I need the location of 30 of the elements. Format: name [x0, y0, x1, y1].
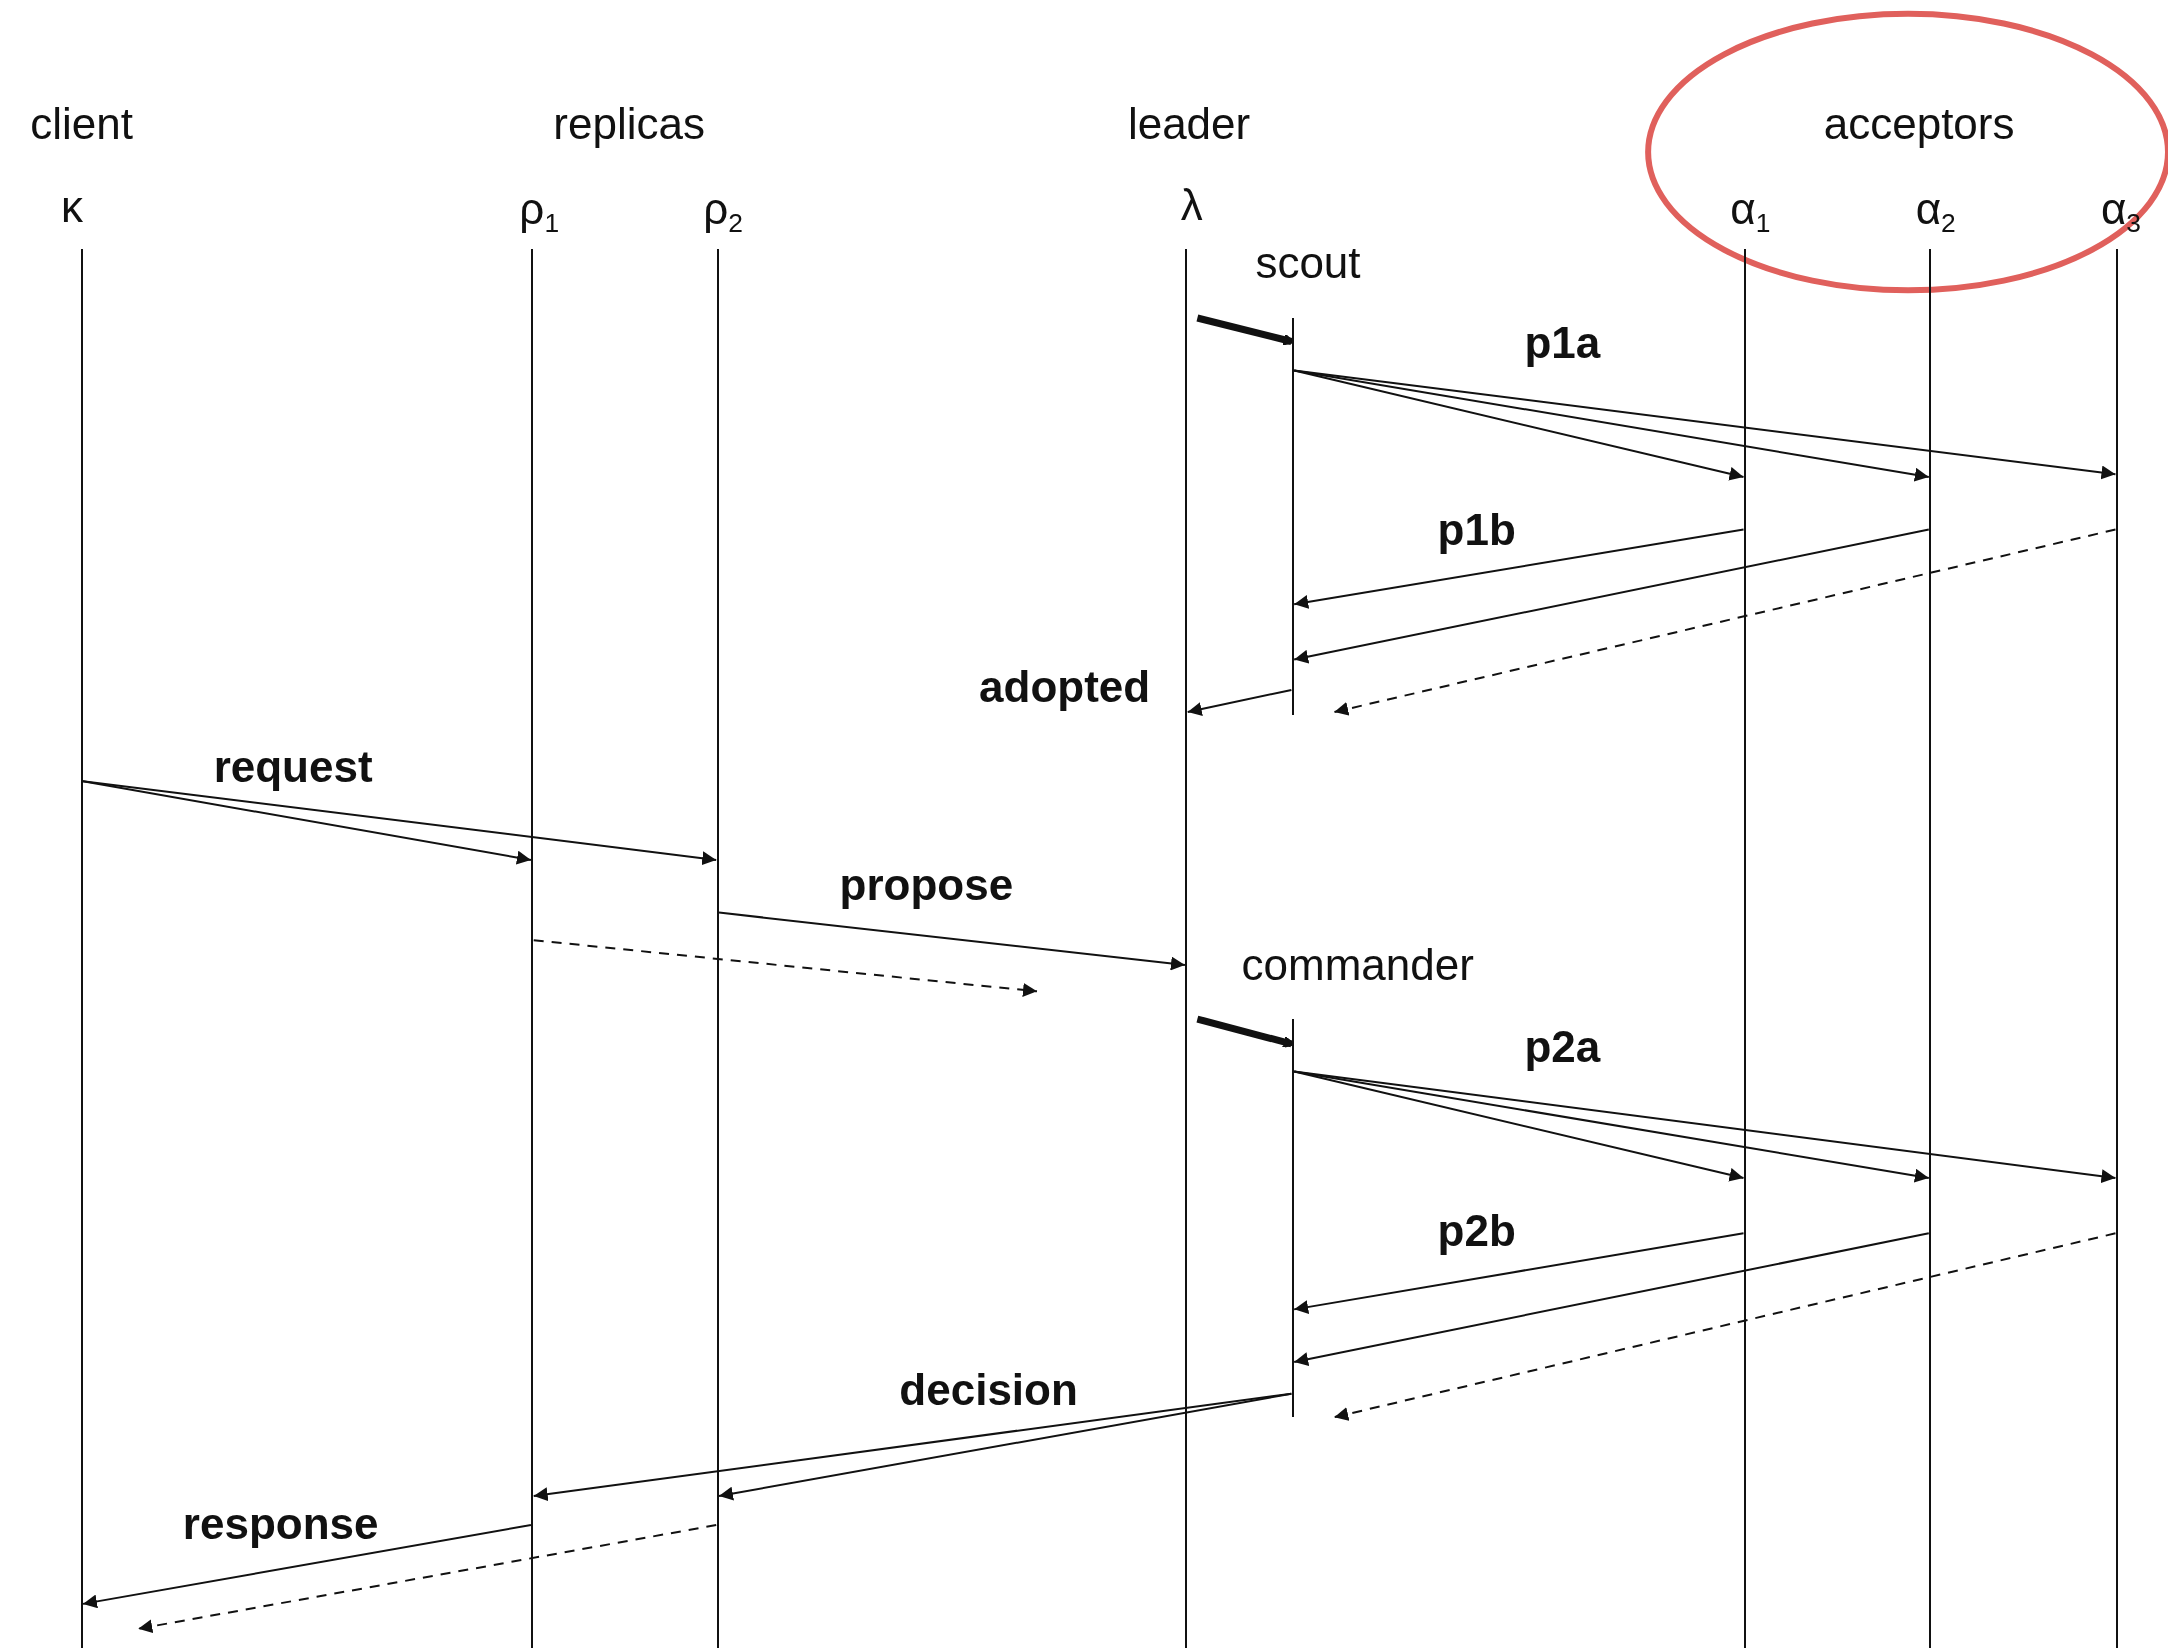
lifeline-label: commander [1241, 943, 1474, 988]
arrow [1293, 369, 2117, 480]
lifeline-label: α$_{3}$ [2100, 186, 2142, 237]
group-label: acceptors [1823, 102, 2015, 147]
lifeline-label: client [30, 102, 133, 147]
arrow [1293, 1232, 1930, 1366]
arrow [81, 1524, 532, 1609]
group-label: replicas [553, 102, 705, 147]
lifeline-label: scout [1255, 240, 1361, 285]
arrow [1293, 1070, 2117, 1184]
arrow [718, 911, 1186, 971]
lifeline-label: κ [60, 185, 83, 230]
lifeline-label: leader [1127, 102, 1251, 147]
arrow [1293, 528, 1745, 609]
lifeline-label: ρ$_{2}$ [703, 186, 743, 237]
arrow [1293, 528, 1930, 664]
dashed-arrow [137, 1524, 718, 1634]
arrow [1196, 1015, 1295, 1048]
lifeline-label: ρ$_{1}$ [519, 186, 560, 237]
lifeline-label: λ [1180, 182, 1203, 227]
arrow [718, 1392, 1293, 1501]
lifeline-label: α$_{1}$ [1730, 186, 1771, 237]
dashed-arrow [532, 939, 1038, 997]
dashed-arrow [1333, 528, 2117, 716]
arrow [1186, 688, 1293, 716]
arrow [81, 780, 718, 866]
dashed-arrow [1333, 1232, 2117, 1421]
lifeline-label: α$_{2}$ [1915, 186, 1956, 237]
arrow [1196, 314, 1295, 346]
arrow [1293, 1232, 1745, 1314]
